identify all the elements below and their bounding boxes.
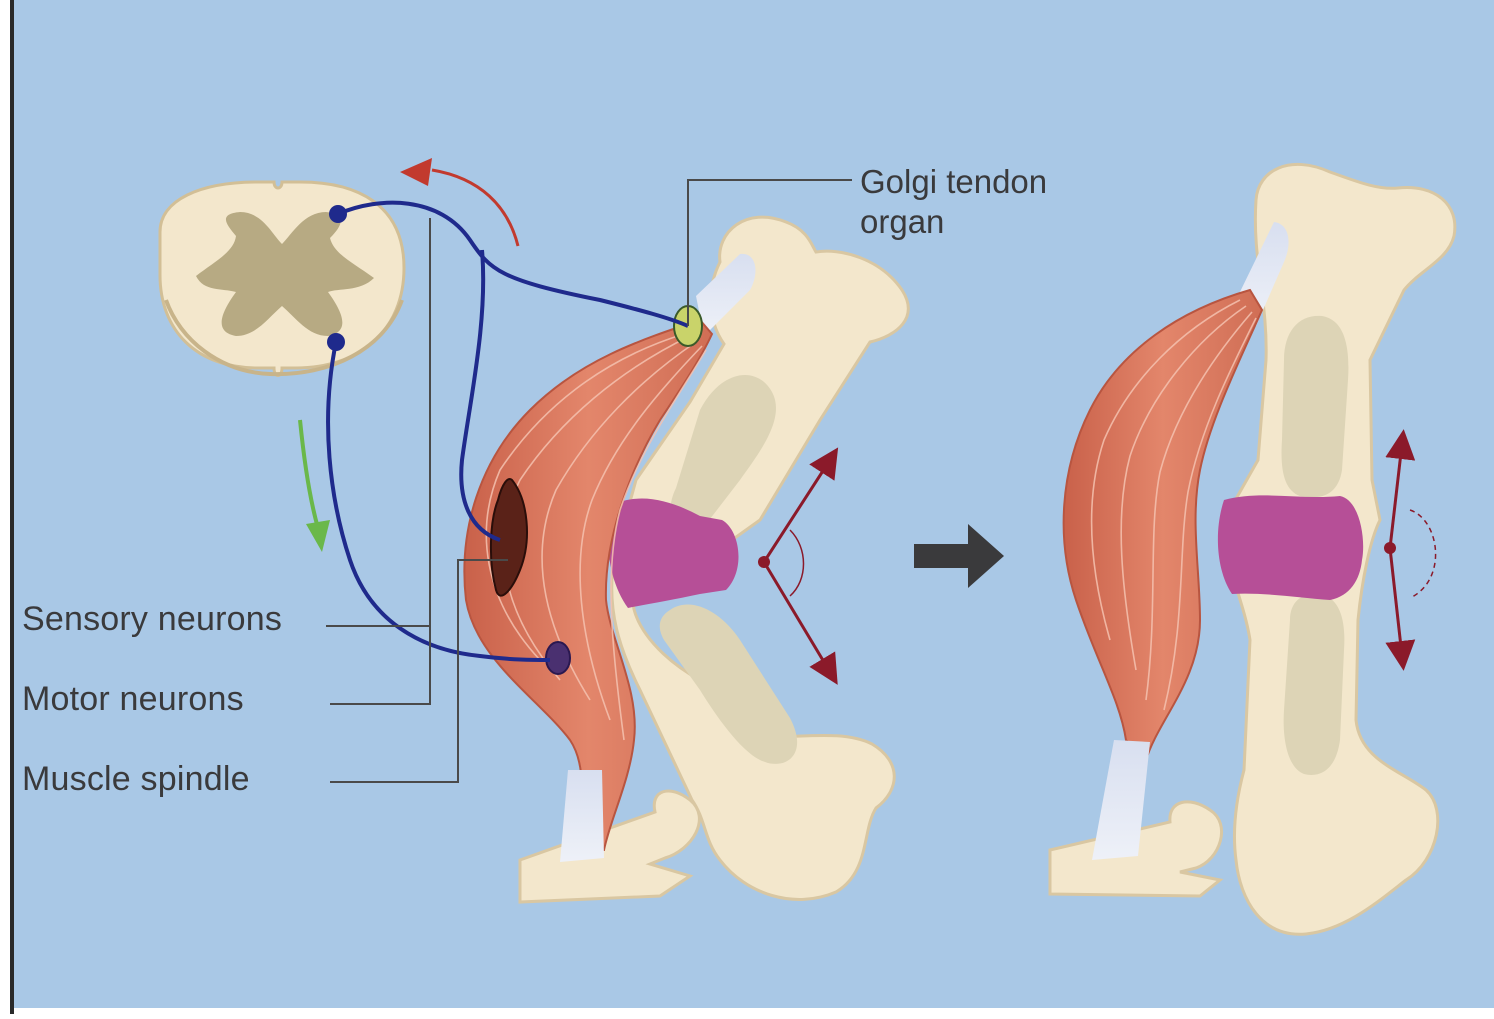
- golgi-label-line1: Golgi tendon: [860, 162, 1047, 202]
- golgi-tendon-organ-label: Golgi tendon organ: [860, 162, 1047, 242]
- sensory-neuron-body: [329, 205, 347, 223]
- marrow-upper-right: [1282, 316, 1349, 497]
- joint-right: [1218, 495, 1363, 600]
- spinal-cord-section: [160, 182, 404, 376]
- motor-neurons-label: Motor neurons: [22, 680, 244, 719]
- marrow-lower-right: [1284, 594, 1345, 775]
- sensory-neurons-label: Sensory neurons: [22, 600, 282, 639]
- left-border: [10, 0, 14, 1014]
- golgi-label-line2: organ: [860, 202, 1047, 242]
- bottom-margin: [14, 1008, 1494, 1014]
- motor-neuron-body: [327, 333, 345, 351]
- muscle-spindle-label: Muscle spindle: [22, 760, 250, 799]
- left-margin: [0, 0, 10, 1014]
